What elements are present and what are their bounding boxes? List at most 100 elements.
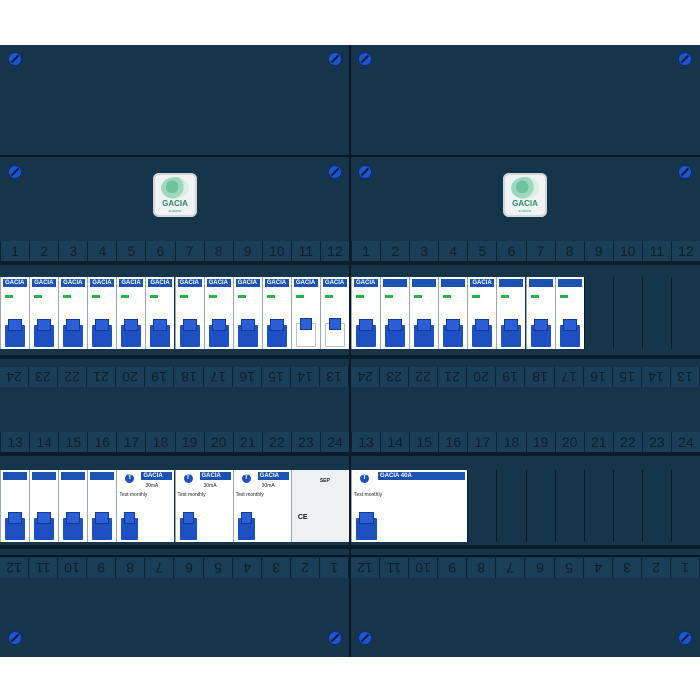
switch-toggle[interactable] (443, 319, 464, 347)
main-switch-pole[interactable] (496, 277, 526, 349)
blank-slot (612, 470, 642, 542)
right-top-position-flipped-number: 13 (670, 367, 700, 387)
circuit-breaker[interactable]: GACIA B16 (319, 277, 349, 349)
breaker-toggle[interactable] (92, 319, 113, 347)
main-switch-pole[interactable] (554, 277, 584, 349)
status-indicator (237, 295, 246, 298)
left-bottom-position-number: 14 (29, 432, 58, 452)
breaker-label: GACIA B16 (119, 279, 144, 294)
right-bottom-position-number: 20 (554, 432, 584, 452)
right-top-position-flipped-number: 20 (467, 367, 497, 387)
circuit-breaker[interactable]: GACIA B16 (232, 277, 262, 349)
rcd-toggle[interactable] (121, 512, 139, 540)
breaker-toggle[interactable] (5, 319, 26, 347)
test-button[interactable]: T (125, 474, 135, 483)
main-switch-pole[interactable] (438, 277, 468, 349)
right-bottom-position-flipped-number: 2 (641, 558, 671, 578)
breaker-toggle[interactable] (179, 319, 200, 347)
right-bottom-position-number: 19 (525, 432, 555, 452)
circuit-breaker[interactable]: GACIA B16 (0, 277, 30, 349)
breaker-toggle[interactable] (63, 319, 84, 347)
globe-icon (161, 177, 189, 199)
test-monthly-label: Test monthly (119, 492, 148, 498)
test-button[interactable]: T (183, 474, 193, 483)
breaker-toggle[interactable] (92, 512, 113, 540)
main-switch-pole[interactable] (409, 277, 439, 349)
left-top-position-flipped-number: 19 (145, 367, 175, 387)
circuit-breaker[interactable]: GACIA B16 (203, 277, 233, 349)
main-switch-pole[interactable] (525, 277, 555, 349)
logo-brand: GACIA (162, 199, 188, 208)
breaker-toggle[interactable] (324, 318, 345, 347)
cover-seam-1 (0, 155, 700, 157)
right-bottom-position-number: 18 (496, 432, 525, 452)
circuit-breaker[interactable] (0, 470, 30, 542)
rcd-toggle[interactable] (237, 512, 255, 540)
switch-toggle[interactable] (559, 319, 580, 347)
switch-toggle[interactable] (414, 319, 435, 347)
right-top-position-number: 9 (583, 241, 613, 261)
status-indicator (414, 295, 423, 298)
breaker-toggle[interactable] (295, 318, 316, 347)
circuit-breaker[interactable]: GACIA B16 (261, 277, 291, 349)
test-button[interactable]: T (241, 474, 251, 483)
switch-toggle[interactable] (385, 319, 406, 347)
breaker-toggle[interactable] (63, 512, 84, 540)
breaker-toggle[interactable] (150, 319, 171, 347)
logo-brand: GACIA (512, 199, 538, 208)
switch-toggle[interactable] (530, 319, 551, 347)
left-top-position-flipped-number: 16 (232, 367, 262, 387)
left-bottom-position-number: 18 (145, 432, 174, 452)
breaker-toggle[interactable] (34, 512, 55, 540)
breaker-toggle[interactable] (237, 319, 258, 347)
status-indicator (501, 295, 510, 298)
rcd-toggle[interactable] (179, 512, 197, 540)
switch-band (499, 279, 524, 287)
main-switch-pole[interactable] (380, 277, 410, 349)
left-top-position-number: 4 (87, 241, 116, 261)
circuit-breaker[interactable]: GACIA B16 (29, 277, 59, 349)
circuit-breaker[interactable]: GACIA B16 (145, 277, 175, 349)
right-top-position-flipped-number: 24 (351, 367, 381, 387)
right-top-position-number: 4 (438, 241, 467, 261)
main-switch-pole[interactable]: GACIA (351, 277, 381, 349)
rcd-toggle[interactable] (356, 512, 377, 540)
switch-toggle[interactable] (501, 319, 522, 347)
switch-toggle[interactable] (472, 319, 493, 347)
left-bottom-position-flipped-number: 3 (261, 558, 291, 578)
circuit-breaker[interactable]: GACIA B16 (174, 277, 204, 349)
breaker-toggle[interactable] (121, 319, 142, 347)
rcd-label: GACIA 40A (199, 472, 231, 487)
breaker-toggle[interactable] (5, 512, 26, 540)
globe-icon (511, 177, 539, 199)
right-bottom-position-flipped-number: 6 (525, 558, 555, 578)
right-top-position-flipped-number: 16 (583, 367, 613, 387)
circuit-breaker[interactable]: GACIA B16 (290, 277, 320, 349)
switch-toggle[interactable] (356, 319, 377, 347)
left-bottom-position-number: 16 (87, 432, 116, 452)
right-bottom-position-number: 14 (380, 432, 409, 452)
breaker-toggle[interactable] (266, 319, 287, 347)
circuit-breaker[interactable]: GACIA B16 (87, 277, 117, 349)
right-bottom-position-flipped-number: 7 (496, 558, 526, 578)
circuit-breaker[interactable]: GACIA B16 (116, 277, 146, 349)
test-button[interactable]: T (360, 474, 369, 483)
main-switch-pole[interactable]: GACIA (467, 277, 497, 349)
left-top-position-number: 3 (58, 241, 87, 261)
breaker-label: GACIA B16 (32, 279, 57, 294)
circuit-breaker[interactable] (29, 470, 59, 542)
screw-icon (328, 631, 342, 645)
status-indicator (385, 295, 394, 298)
left-bottom-position-flipped-number: 6 (174, 558, 204, 578)
status-indicator (179, 295, 188, 298)
circuit-breaker[interactable] (58, 470, 88, 542)
circuit-breaker[interactable]: GACIA B16 (58, 277, 88, 349)
breaker-toggle[interactable] (208, 319, 229, 347)
breaker-toggle[interactable] (34, 319, 55, 347)
circuit-breaker[interactable] (87, 470, 117, 542)
